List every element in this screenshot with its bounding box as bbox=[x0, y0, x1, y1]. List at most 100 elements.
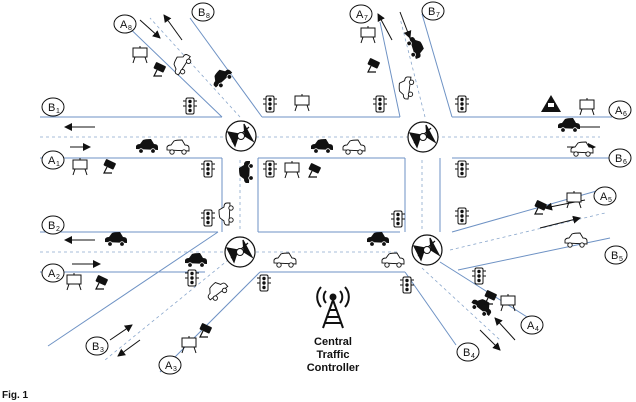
car-icon bbox=[208, 64, 235, 91]
intersection-hub-1 bbox=[225, 120, 257, 152]
svg-text:4: 4 bbox=[535, 326, 539, 333]
sign-board-icon bbox=[360, 25, 376, 44]
sign-board-icon bbox=[579, 97, 595, 116]
car-icon bbox=[404, 34, 427, 61]
car-outline-icon bbox=[273, 252, 297, 268]
controller-label-line2: Traffic bbox=[316, 349, 349, 361]
svg-text:A: A bbox=[600, 191, 608, 203]
traffic-lights bbox=[182, 95, 487, 294]
node-A4: A 4 bbox=[520, 315, 544, 335]
traffic-light-icon bbox=[200, 209, 216, 227]
radio-tower-icon bbox=[316, 286, 350, 329]
car-outline-icon bbox=[203, 277, 231, 304]
message-boards bbox=[66, 25, 595, 354]
node-B6: B 6 bbox=[608, 148, 632, 168]
car-icon bbox=[135, 138, 159, 154]
traffic-light-icon bbox=[454, 160, 470, 178]
camera-icon bbox=[307, 162, 322, 178]
sign-board-icon bbox=[566, 190, 582, 209]
sign-board-icon bbox=[294, 93, 310, 112]
controller-label-line3: Controller bbox=[307, 362, 360, 374]
svg-text:A: A bbox=[615, 105, 623, 117]
node-B4: B 4 bbox=[456, 342, 480, 362]
traffic-light-icon bbox=[454, 207, 470, 225]
node-B3: B 3 bbox=[85, 336, 109, 356]
svg-text:1: 1 bbox=[56, 108, 60, 115]
car-outline-icon bbox=[169, 50, 194, 78]
traffic-light-icon bbox=[182, 97, 198, 115]
car-icon bbox=[184, 252, 208, 268]
traffic-light-icon bbox=[399, 276, 415, 294]
traffic-light-icon bbox=[454, 95, 470, 113]
svg-text:6: 6 bbox=[623, 111, 627, 118]
node-B5: B 5 bbox=[604, 245, 628, 265]
svg-text:7: 7 bbox=[364, 15, 368, 22]
svg-text:B: B bbox=[48, 102, 55, 114]
svg-text:8: 8 bbox=[206, 13, 210, 20]
svg-text:B: B bbox=[463, 347, 470, 359]
car-outline-icon bbox=[166, 139, 190, 155]
lane-markings bbox=[40, 17, 606, 361]
node-A1: A 1 bbox=[41, 150, 65, 170]
svg-text:1: 1 bbox=[56, 161, 60, 168]
traffic-light-icon bbox=[200, 160, 216, 178]
node-A5: A 5 bbox=[593, 186, 617, 206]
car-icon bbox=[104, 231, 128, 247]
traffic-light-icon bbox=[471, 267, 487, 285]
endpoint-nodes: A 8 B 8 A 7 B 7 B 1 A 1 B bbox=[41, 1, 632, 375]
warning-sign-icon bbox=[541, 95, 561, 112]
sign-board-icon bbox=[132, 45, 148, 64]
car-outline-icon bbox=[570, 141, 594, 157]
node-B8: B 8 bbox=[191, 2, 215, 22]
car-outline-icon bbox=[381, 252, 405, 268]
svg-text:3: 3 bbox=[173, 366, 177, 373]
svg-text:6: 6 bbox=[623, 159, 627, 166]
svg-text:B: B bbox=[428, 6, 435, 18]
svg-text:A: A bbox=[48, 155, 56, 167]
svg-text:B: B bbox=[611, 250, 618, 262]
svg-text:4: 4 bbox=[471, 353, 475, 360]
node-B2: B 2 bbox=[41, 215, 65, 235]
node-A3: A 3 bbox=[158, 355, 182, 375]
traffic-light-icon bbox=[262, 95, 278, 113]
car-icon bbox=[310, 138, 334, 154]
sign-board-icon bbox=[284, 160, 300, 179]
node-A6: A 6 bbox=[608, 100, 632, 120]
camera-icon bbox=[102, 158, 117, 174]
camera-icon bbox=[198, 322, 213, 338]
car-icon bbox=[238, 160, 254, 184]
svg-text:B: B bbox=[92, 341, 99, 353]
svg-text:2: 2 bbox=[56, 274, 60, 281]
svg-text:2: 2 bbox=[56, 226, 60, 233]
car-outline-icon bbox=[342, 139, 366, 155]
cameras bbox=[94, 57, 548, 338]
car-outline-icon bbox=[397, 75, 415, 100]
svg-text:B: B bbox=[198, 7, 205, 19]
svg-text:3: 3 bbox=[100, 347, 104, 354]
node-B7: B 7 bbox=[421, 1, 445, 21]
car-icon bbox=[557, 117, 581, 133]
figure-caption: Fig. 1 bbox=[2, 390, 29, 401]
controller-label-line1: Central bbox=[314, 336, 352, 348]
sign-board-icon bbox=[72, 157, 88, 176]
camera-icon bbox=[366, 57, 381, 73]
traffic-light-icon bbox=[262, 160, 278, 178]
node-A2: A 2 bbox=[41, 263, 65, 283]
camera-icon bbox=[483, 289, 498, 305]
intersection-hub-3 bbox=[224, 236, 256, 268]
svg-text:5: 5 bbox=[619, 256, 623, 263]
intersection-hub-4 bbox=[411, 234, 443, 266]
car-icon bbox=[366, 231, 390, 247]
svg-text:5: 5 bbox=[608, 197, 612, 204]
camera-icon bbox=[94, 274, 109, 290]
traffic-light-icon bbox=[390, 210, 406, 228]
central-controller: Central Traffic Controller bbox=[307, 286, 360, 374]
camera-icon bbox=[152, 61, 167, 77]
node-A8: A 8 bbox=[113, 14, 137, 34]
sign-board-icon bbox=[181, 335, 197, 354]
road-network bbox=[40, 13, 612, 373]
traffic-light-icon bbox=[372, 95, 388, 113]
svg-text:A: A bbox=[165, 360, 173, 372]
svg-text:B: B bbox=[615, 153, 622, 165]
